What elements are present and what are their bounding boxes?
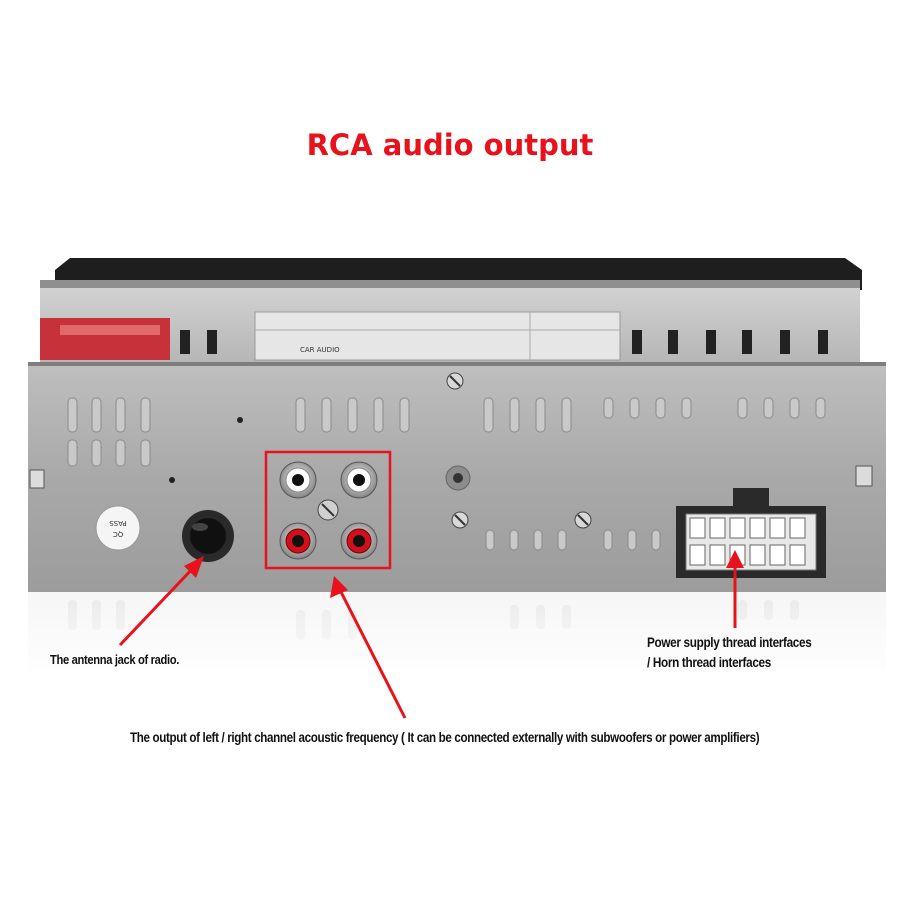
pass-text: PASS [109,519,127,527]
rca-jack-top-right [340,461,378,499]
qc-pass-sticker: QC PASS [95,505,141,551]
rca-jack-bottom-left [279,522,317,560]
red-tape [40,318,170,360]
rca-center-screw [317,499,339,521]
power-caption: Power supply thread interfaces / Horn th… [647,632,812,672]
screw-right [574,511,592,529]
rca-highlight-box [264,450,392,570]
screw-top [446,372,464,390]
page-title: RCA audio output [306,128,594,162]
power-caption-line1: Power supply thread interfaces [647,634,812,650]
power-caption-line2: / Horn thread interfaces [647,654,771,670]
screw-left [451,511,469,529]
antenna-jack [182,510,234,562]
rca-jack-bottom-right [340,522,378,560]
rca-jack-top-left [279,461,317,499]
top-vent-slots [180,330,828,354]
arrow-rca [330,576,407,719]
floor-reflection [28,592,886,682]
product-label-sticker: CAR AUDIO [254,311,621,361]
arrow-antenna [118,556,204,647]
iso-power-connector [676,488,826,578]
rca-output-caption: The output of left / right channel acous… [130,730,760,745]
antenna-caption: The antenna jack of radio. [50,652,179,667]
arrow-power [726,550,744,628]
sticker-brand-text: CAR AUDIO [300,346,340,354]
panel-grooves [67,397,826,551]
qc-text: QC [113,530,124,538]
